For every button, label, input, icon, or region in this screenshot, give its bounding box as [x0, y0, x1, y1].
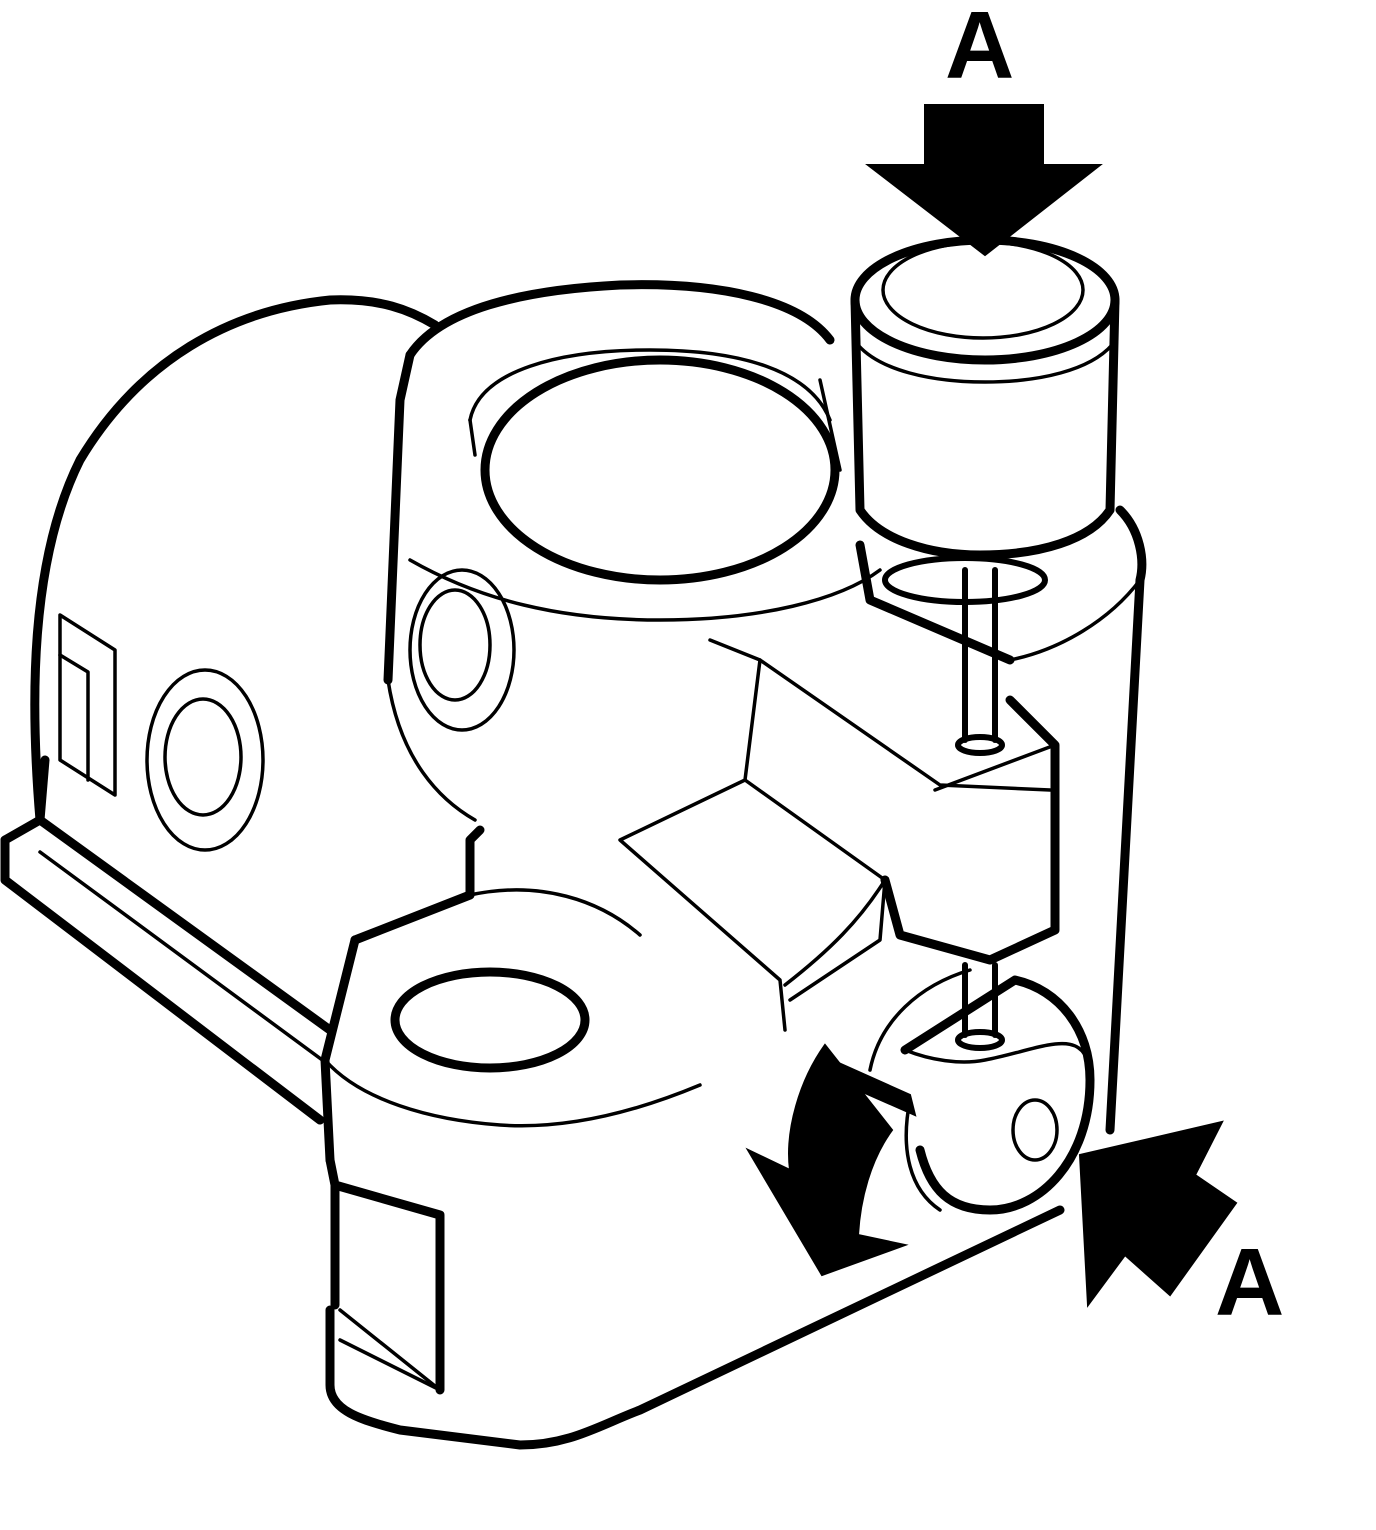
callout-label-top: A — [945, 0, 1014, 99]
linkage-arm — [618, 638, 1052, 1032]
throttle-bore — [383, 280, 882, 822]
arrow-a-bottom-right — [1078, 1120, 1238, 1308]
callout-label-bottom-right: A — [1215, 1229, 1284, 1336]
rotation-arrow — [745, 1043, 917, 1277]
arrow-a-top — [865, 104, 1103, 257]
mounting-bracket — [320, 825, 1065, 1450]
housing-left — [0, 295, 440, 1125]
sensor-cylinder — [850, 235, 1147, 1215]
